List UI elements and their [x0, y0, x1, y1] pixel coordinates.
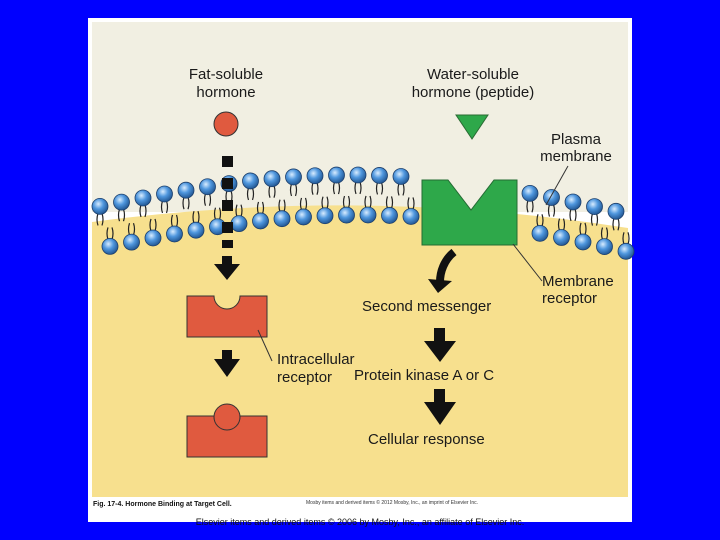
phospholipid-head — [574, 233, 592, 251]
protein-kinase-label: Protein kinase A or C — [354, 367, 495, 384]
phospholipid-head — [392, 168, 410, 185]
phospholipid-head — [607, 202, 625, 220]
signal-curve — [436, 248, 457, 283]
cellular-response-label: Cellular response — [368, 431, 485, 448]
intracellular-receptor-label: Intracellular receptor — [277, 351, 377, 387]
arrow-down-icon — [214, 256, 240, 280]
elsevier-copyright-footer: Elsevier items and derived items © 2006 … — [195, 517, 525, 527]
label-line: Intracellular — [277, 351, 355, 368]
phospholipid-head — [553, 229, 570, 246]
phospholipid-head — [199, 178, 216, 196]
phospholipid-head — [359, 206, 377, 224]
water-soluble-hormone — [455, 114, 489, 140]
phospholipid-head — [177, 181, 195, 199]
phospholipid-head — [596, 238, 613, 256]
phospholipid-head — [531, 224, 549, 242]
phospholipid-head — [187, 221, 205, 239]
phospholipid-head — [113, 193, 130, 211]
label-line: membrane — [540, 148, 612, 165]
phospholipid-head — [123, 233, 140, 251]
arrow-down-icon — [214, 350, 240, 377]
membrane-receptor-label: Membrane receptor — [542, 273, 628, 307]
label-line: receptor — [277, 369, 333, 386]
phospholipid-head — [156, 185, 173, 203]
plasma-membrane-bilayer — [91, 166, 635, 260]
phospholipid-head — [338, 206, 355, 224]
phospholipid-head — [242, 172, 259, 190]
intracellular-receptor-leader — [257, 329, 273, 362]
figure-caption: Fig. 17-4. Hormone Binding at Target Cel… — [93, 499, 628, 519]
label-line: receptor — [542, 290, 598, 307]
membrane-receptor-leader — [512, 243, 543, 282]
membrane-receptor — [421, 179, 518, 246]
phospholipid-head — [91, 198, 109, 215]
phospholipid-head — [144, 229, 162, 247]
phospholipid-head — [263, 170, 281, 188]
phospholipid-head — [328, 166, 345, 184]
label-line: Plasma — [550, 131, 602, 148]
phospholipid-head — [521, 184, 539, 202]
label-line: Fat-soluble — [188, 66, 264, 83]
phospholipid-head — [285, 168, 302, 186]
phospholipid-head — [101, 238, 119, 255]
phospholipid-head — [273, 210, 291, 228]
intracellular-receptor-empty — [186, 295, 268, 338]
plasma-membrane-label: Plasma membrane — [526, 131, 626, 165]
plasma-membrane-leader — [545, 165, 569, 206]
phospholipid-head — [402, 208, 420, 225]
phospholipid-head — [166, 225, 183, 243]
arrow-down-icon — [428, 279, 452, 293]
phospholipid-head — [134, 189, 152, 207]
phospholipid-head — [316, 207, 334, 225]
figure-title: Fig. 17-4. Hormone Binding at Target Cel… — [93, 501, 232, 508]
water-soluble-hormone-label: Water-soluble hormone (peptide) — [390, 66, 556, 102]
fat-soluble-hormone — [213, 111, 239, 137]
phospholipid-head — [543, 189, 560, 206]
label-line: hormone (peptide) — [411, 84, 535, 101]
bound-hormone — [213, 403, 241, 431]
phospholipid-head — [252, 212, 269, 230]
label-line: Water-soluble — [427, 66, 519, 83]
phospholipid-head — [586, 198, 603, 216]
fat-soluble-hormone-label: Fat-soluble hormone — [163, 66, 289, 102]
phospholipid-head — [295, 208, 312, 226]
phospholipid-head — [230, 215, 248, 233]
second-messenger-label: Second messenger — [362, 298, 492, 315]
arrow-down-icon — [424, 389, 456, 425]
phospholipid-head — [564, 193, 582, 211]
phospholipid-head — [381, 207, 398, 224]
phospholipid-head — [349, 166, 367, 184]
copyright-line: Mosby items and derived items © 2012 Mos… — [306, 500, 478, 506]
label-line: Membrane — [542, 273, 614, 290]
arrow-down-icon — [424, 328, 456, 362]
diffusion-path-dashes — [222, 156, 233, 248]
phospholipid-head — [306, 167, 324, 185]
phospholipid-head — [617, 242, 635, 260]
label-line: hormone — [196, 84, 256, 101]
phospholipid-head — [371, 167, 388, 184]
